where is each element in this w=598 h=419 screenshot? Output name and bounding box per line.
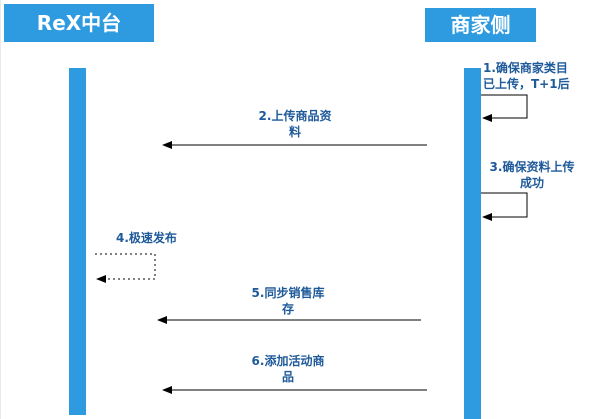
message-4-label: 4.极速发布	[116, 231, 177, 245]
message-2-label: 2.上传商品资 料	[258, 109, 332, 139]
message-5-arrow	[157, 316, 421, 324]
lifeline-rex	[69, 68, 86, 415]
message-4-arrow	[95, 253, 156, 283]
message-2-arrow	[162, 141, 427, 149]
actor-merchant: 商家侧	[425, 8, 536, 42]
actor-rex: ReX中台	[4, 4, 154, 42]
message-6-arrow	[162, 386, 427, 394]
lifeline-merchant	[464, 68, 481, 419]
message-6-label: 6.添加活动商 品	[251, 354, 325, 384]
message-5-label: 5.同步销售库 存	[251, 286, 325, 316]
message-1-label: 1.确保商家类目 已上传，T+1后	[483, 61, 570, 91]
message-1-arrow	[481, 94, 528, 122]
message-3-label: 3.确保资料上传 成功	[489, 160, 575, 190]
message-3-arrow	[481, 192, 528, 221]
left-edge-line	[0, 0, 1, 419]
